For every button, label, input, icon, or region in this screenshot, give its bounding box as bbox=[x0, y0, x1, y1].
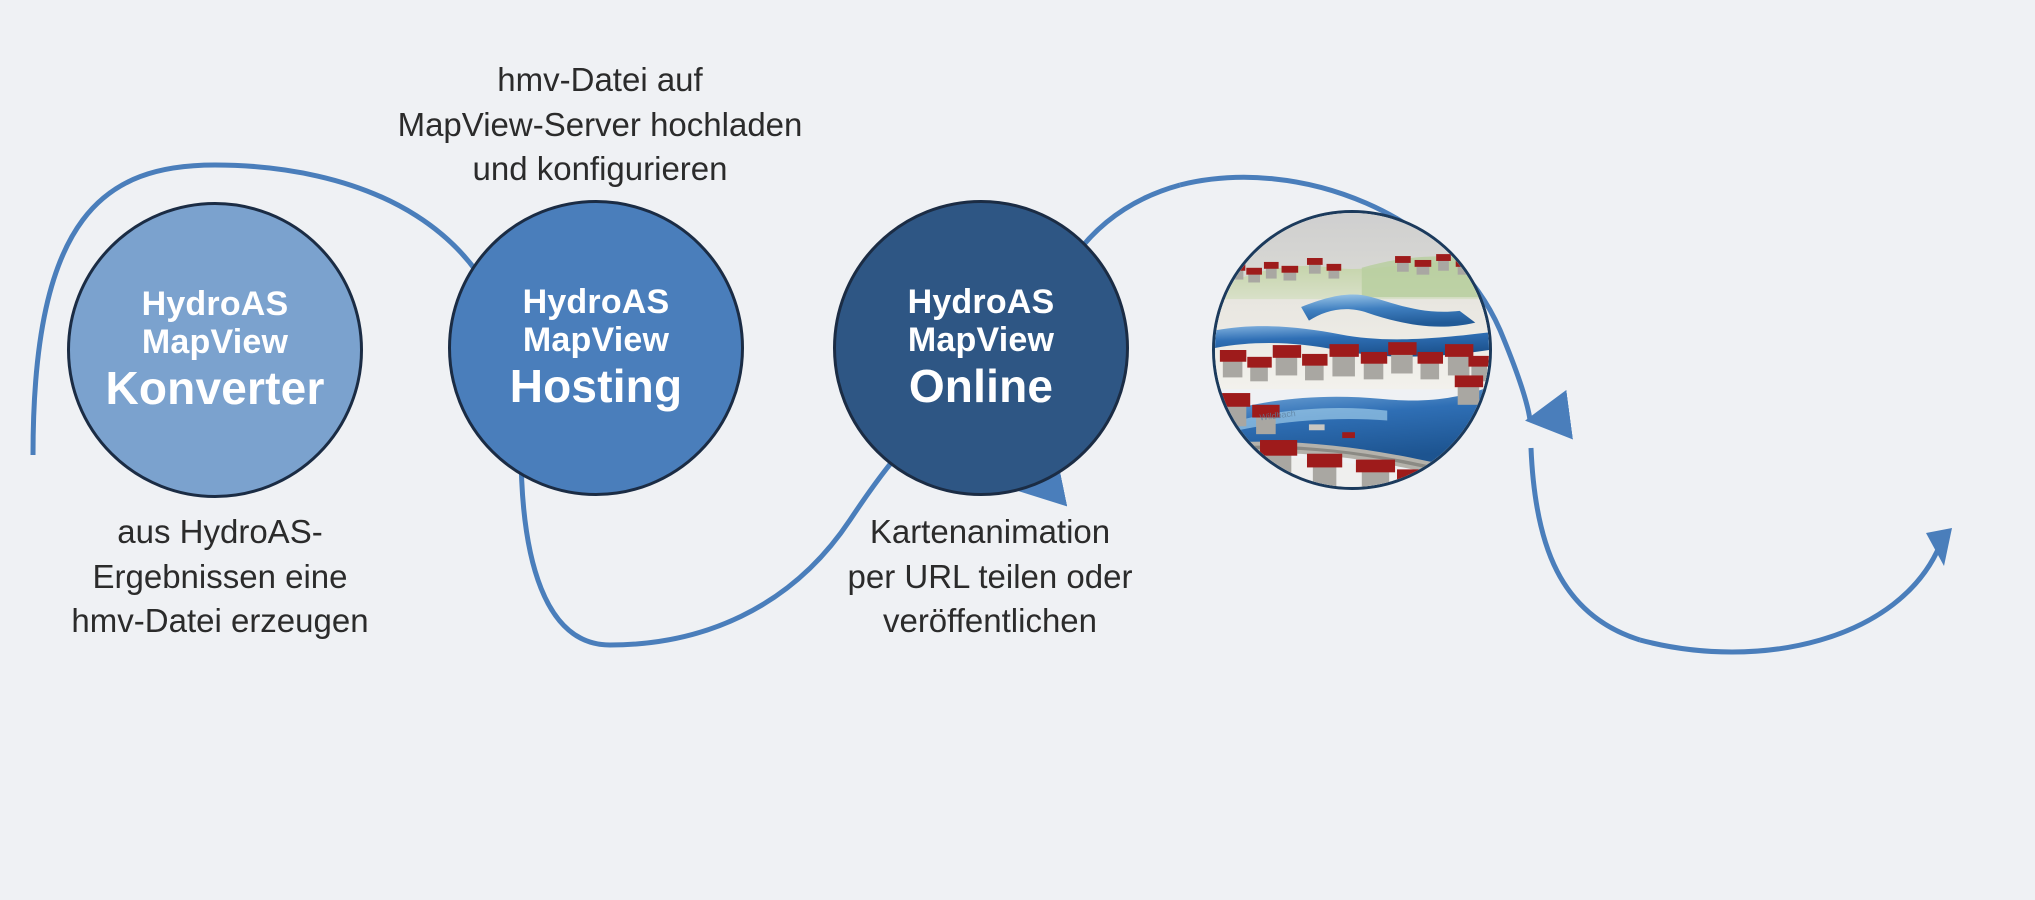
node-konverter-line1: HydroAS bbox=[141, 285, 289, 324]
building-cluster-near bbox=[1220, 375, 1484, 487]
flood-visualization-image: Wildbach bbox=[1215, 213, 1489, 487]
node-online-line3: Online bbox=[908, 360, 1054, 413]
arc-map-loop bbox=[1639, 544, 1943, 655]
caption-below-konverter: aus HydroAS- Ergebnissen eine hmv-Datei … bbox=[71, 513, 369, 640]
node-hosting-line1: HydroAS bbox=[522, 283, 670, 322]
node-hosting-line2: MapView bbox=[522, 321, 670, 360]
building-cluster-far bbox=[1228, 254, 1473, 283]
node-konverter-line3: Konverter bbox=[105, 362, 325, 415]
caption-below-online: Kartenanimation per URL teilen oder verö… bbox=[847, 513, 1133, 640]
node-hydroas-mapview-hosting[interactable]: HydroAS MapView Hosting bbox=[448, 200, 744, 496]
caption-upload-configure: hmv-Datei auf MapView-Server hochladen u… bbox=[397, 61, 803, 188]
node-konverter-line2: MapView bbox=[141, 323, 289, 362]
arc-map-loop-arrowhead bbox=[1926, 528, 1952, 566]
node-hydroas-mapview-online[interactable]: HydroAS MapView Online bbox=[833, 200, 1129, 496]
node-hydroas-mapview-konverter[interactable]: HydroAS MapView Konverter bbox=[67, 202, 363, 498]
map-preview-thumbnail[interactable]: Wildbach bbox=[1212, 210, 1492, 490]
node-online-line1: HydroAS bbox=[907, 283, 1055, 322]
node-online-line2: MapView bbox=[907, 321, 1055, 360]
arc-online-to-map-tail bbox=[1528, 447, 1641, 643]
node-hosting-line3: Hosting bbox=[509, 360, 683, 413]
building-cluster-mid bbox=[1219, 342, 1489, 382]
svg-text:Wildbach: Wildbach bbox=[1259, 408, 1296, 422]
